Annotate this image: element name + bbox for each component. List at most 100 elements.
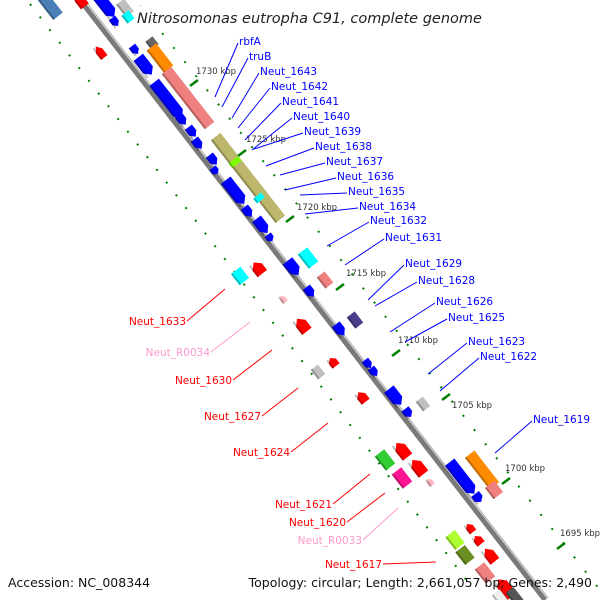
gene-feature[interactable] xyxy=(505,586,525,600)
feature-arrow-forward[interactable] xyxy=(331,321,348,338)
feature-arrow-forward[interactable] xyxy=(209,165,220,176)
gene-label[interactable]: Neut_1620 xyxy=(289,517,346,529)
gene-feature[interactable] xyxy=(445,530,465,550)
gene-feature[interactable] xyxy=(209,165,220,177)
feature-arrow-reverse[interactable] xyxy=(408,456,429,478)
gene-label[interactable]: Neut_R0034 xyxy=(146,347,211,359)
gene-feature[interactable] xyxy=(491,589,509,600)
gene-feature[interactable] xyxy=(92,44,108,60)
gene-label[interactable]: truB xyxy=(249,51,271,63)
gene-label[interactable]: Neut_1637 xyxy=(326,156,383,168)
gene-feature[interactable] xyxy=(128,43,141,57)
feature-arrow-forward[interactable] xyxy=(401,406,414,419)
gene-feature[interactable] xyxy=(316,271,334,289)
gene-feature[interactable] xyxy=(302,284,317,300)
feature-arrow-reverse[interactable] xyxy=(93,44,108,60)
gene-label[interactable]: Neut_1627 xyxy=(204,411,261,423)
gene-feature[interactable] xyxy=(444,458,479,498)
feature-arrow-forward[interactable] xyxy=(133,53,156,79)
feature-arrow-forward[interactable] xyxy=(128,43,141,57)
gene-label[interactable]: Neut_1633 xyxy=(129,316,186,328)
feature-arrow-forward[interactable] xyxy=(264,232,275,243)
gene-feature[interactable] xyxy=(391,467,413,489)
gene-label[interactable]: Neut_1625 xyxy=(448,312,505,324)
feature-block[interactable] xyxy=(374,449,396,471)
gene-feature[interactable] xyxy=(367,365,380,379)
feature-arrow-reverse[interactable] xyxy=(481,545,500,565)
feature-block[interactable] xyxy=(37,0,63,20)
feature-arrow-forward[interactable] xyxy=(149,78,186,122)
feature-arrow-forward[interactable] xyxy=(252,215,272,237)
gene-feature[interactable] xyxy=(391,439,413,461)
gene-label[interactable]: Neut_1632 xyxy=(370,215,427,227)
gene-feature[interactable] xyxy=(407,456,429,478)
gene-label[interactable]: Neut_1634 xyxy=(359,201,416,213)
feature-arrow-forward[interactable] xyxy=(108,15,121,29)
gene-feature[interactable] xyxy=(401,406,414,420)
gene-label[interactable]: Neut_1638 xyxy=(315,141,372,153)
gene-feature[interactable] xyxy=(474,562,496,584)
feature-block[interactable] xyxy=(474,562,496,584)
gene-feature[interactable] xyxy=(310,364,326,380)
gene-feature[interactable] xyxy=(228,155,242,169)
gene-feature[interactable] xyxy=(297,247,319,269)
gene-label[interactable]: Neut_1622 xyxy=(480,351,537,363)
gene-feature[interactable] xyxy=(463,522,477,535)
gene-feature[interactable] xyxy=(210,132,286,224)
gene-feature[interactable] xyxy=(384,385,406,409)
gene-feature[interactable] xyxy=(326,355,340,369)
feature-arrow-forward[interactable] xyxy=(367,365,380,379)
gene-feature[interactable] xyxy=(149,78,186,122)
gene-label[interactable]: rbfA xyxy=(239,36,262,48)
gene-feature[interactable] xyxy=(471,533,485,547)
gene-feature[interactable] xyxy=(361,357,374,371)
feature-block[interactable] xyxy=(415,396,431,412)
gene-feature[interactable] xyxy=(91,0,119,21)
gene-label[interactable]: Neut_R0033 xyxy=(298,535,362,547)
feature-block[interactable] xyxy=(316,271,334,289)
feature-arrow-reverse[interactable] xyxy=(392,439,413,461)
gene-label[interactable]: Neut_1643 xyxy=(260,66,317,78)
feature-arrow-reverse[interactable] xyxy=(326,355,340,369)
gene-feature[interactable] xyxy=(331,321,348,339)
feature-arrow-forward[interactable] xyxy=(444,458,479,498)
feature-arrow-forward[interactable] xyxy=(302,284,317,300)
gene-feature[interactable] xyxy=(354,389,370,405)
gene-feature[interactable] xyxy=(146,43,174,73)
gene-feature[interactable] xyxy=(121,10,135,24)
feature-block[interactable] xyxy=(464,450,500,490)
gene-feature[interactable] xyxy=(292,315,312,335)
gene-feature[interactable] xyxy=(374,449,396,471)
feature-block[interactable] xyxy=(445,530,465,550)
feature-block[interactable] xyxy=(391,467,413,489)
gene-label[interactable]: Neut_1621 xyxy=(275,499,332,511)
feature-block[interactable] xyxy=(297,247,319,269)
gene-label[interactable]: Neut_1636 xyxy=(337,171,394,183)
feature-arrow-forward[interactable] xyxy=(174,112,189,128)
gene-label[interactable]: Neut_1635 xyxy=(348,186,405,198)
gene-feature[interactable] xyxy=(252,215,272,237)
gene-label[interactable]: Neut_1640 xyxy=(293,111,350,123)
feature-block[interactable] xyxy=(484,480,504,500)
gene-feature[interactable] xyxy=(425,477,435,487)
gene-feature[interactable] xyxy=(190,136,205,152)
gene-label[interactable]: Neut_1642 xyxy=(271,81,328,93)
feature-arrow-forward[interactable] xyxy=(384,385,406,408)
gene-feature[interactable] xyxy=(240,204,255,220)
feature-arrow-forward[interactable] xyxy=(221,176,249,207)
feature-arrow-forward[interactable] xyxy=(240,204,255,220)
gene-label[interactable]: Neut_1628 xyxy=(418,275,475,287)
gene-feature[interactable] xyxy=(253,192,265,204)
gene-feature[interactable] xyxy=(480,545,500,565)
gene-feature[interactable] xyxy=(37,0,63,20)
gene-feature[interactable] xyxy=(71,0,89,10)
feature-arrow-forward[interactable] xyxy=(184,124,199,140)
gene-feature[interactable] xyxy=(470,490,485,506)
feature-arrow-forward[interactable] xyxy=(361,357,374,371)
gene-label[interactable]: Neut_1623 xyxy=(468,336,525,348)
feature-arrow-forward[interactable] xyxy=(190,136,205,152)
gene-feature[interactable] xyxy=(221,176,249,208)
feature-block[interactable] xyxy=(121,10,135,24)
feature-block[interactable] xyxy=(230,266,250,286)
